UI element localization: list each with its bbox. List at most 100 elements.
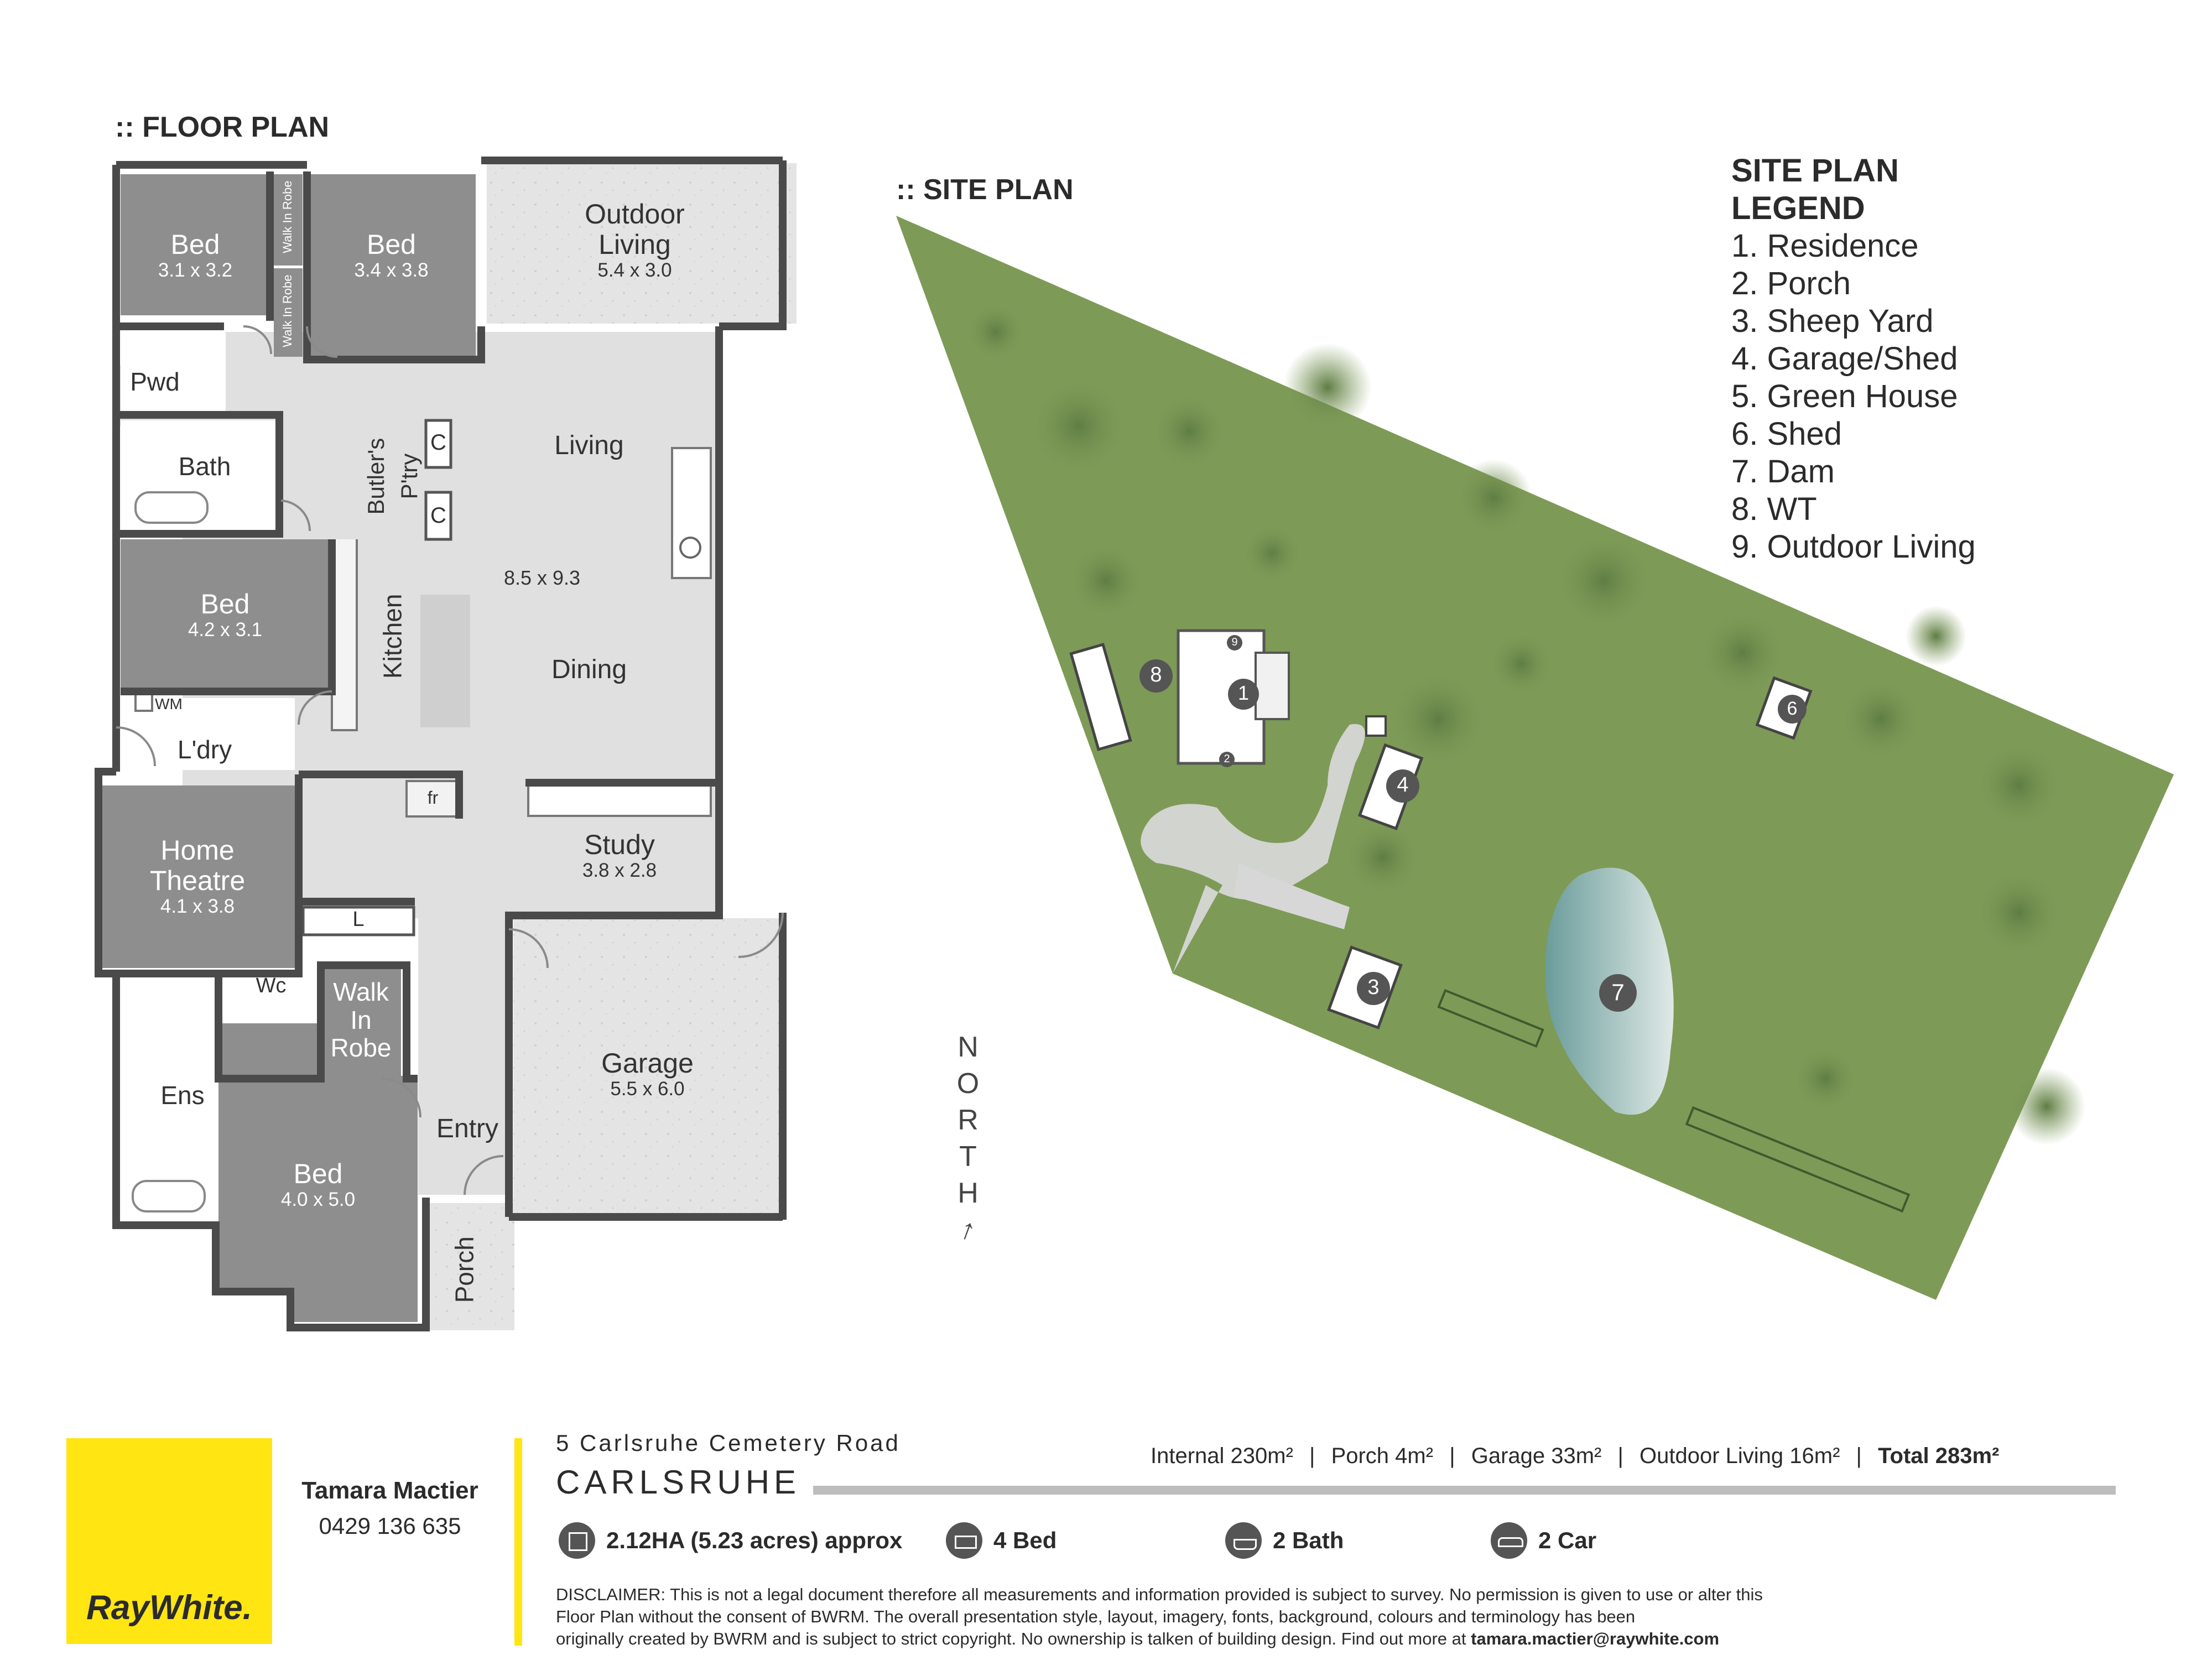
address-line: 5 Carlsruhe Cemetery Road (556, 1430, 901, 1456)
theatre-name1: Home (160, 835, 235, 866)
feature-car-text: 2 Car (1538, 1527, 1597, 1553)
bed3-room (121, 539, 330, 690)
ens-room (121, 976, 215, 1220)
area-total: Total 283m² (1878, 1444, 2000, 1468)
outdoor-name1: Outdoor (585, 199, 685, 230)
outdoor-label: Outdoor Living 5.4 x 3.0 (487, 199, 783, 282)
feature-bath-text: 2 Bath (1273, 1527, 1344, 1553)
walkin-label: Walk In Robe (321, 978, 401, 1062)
bath-label: Bath (178, 452, 231, 481)
site-plan-title: :: SITE PLAN (896, 174, 1074, 206)
theatre-dims: 4.1 x 3.8 (160, 896, 235, 917)
fridge-label: fr (427, 788, 439, 808)
disclaimer: DISCLAIMER: This is not a legal document… (556, 1584, 2105, 1650)
butlers-room (329, 420, 423, 539)
land-size-icon (559, 1522, 595, 1559)
bed4-dims: 4.0 x 5.0 (280, 1189, 356, 1210)
marker-4: 4 (1397, 773, 1409, 797)
north-r: R (957, 1104, 979, 1136)
legend-title-2: LEGEND (1731, 190, 1865, 226)
outdoor-dims: 5.4 x 3.0 (597, 259, 672, 281)
bed1-dims: 3.1 x 3.2 (158, 259, 233, 281)
feature-bath: 2 Bath (1225, 1521, 1344, 1560)
dining-label: Dining (551, 655, 627, 684)
study-name: Study (584, 829, 655, 860)
feature-car: 2 Car (1491, 1521, 1596, 1560)
bed-icon (946, 1522, 982, 1559)
walkin-l1: Walk (333, 977, 389, 1006)
area-sep: | (1449, 1444, 1455, 1468)
entry-zone (418, 907, 507, 1195)
living-label: Living (554, 431, 624, 460)
feature-bed-text: 4 Bed (993, 1527, 1057, 1553)
bed3-name: Bed (200, 589, 250, 620)
bed1-name: Bed (170, 229, 220, 260)
car-icon (1491, 1522, 1527, 1559)
wc-room (230, 979, 318, 1023)
bed3-dims: 4.2 x 3.1 (188, 619, 263, 641)
marker-3: 3 (1367, 976, 1380, 999)
outdoor-name2: Living (598, 229, 671, 260)
wir1-room (274, 174, 303, 266)
brand-logo: RayWhite. (66, 1438, 272, 1644)
marker-8: 8 (1150, 663, 1162, 686)
kitchen-island (420, 595, 470, 727)
agent-name: Tamara Mactier (301, 1477, 478, 1504)
wir2-room (274, 268, 303, 357)
garage-label: Garage 5.5 x 6.0 (513, 1048, 782, 1100)
area-summary: Internal 230m² | Porch 4m² | Garage 33m²… (1151, 1444, 1999, 1469)
bed4-label: Bed 4.0 x 5.0 (218, 1159, 418, 1211)
agent-phone: 0429 136 635 (319, 1513, 461, 1539)
cupboard-label-1: C (430, 430, 446, 455)
cupboard-2 (424, 491, 452, 541)
north-n: N (957, 1031, 979, 1063)
walkin-l3: Robe (330, 1033, 392, 1063)
north-indicator: N O R T H ↑ (951, 1029, 985, 1248)
area-sep: | (1856, 1444, 1862, 1468)
garage-dims: 5.5 x 6.0 (610, 1078, 685, 1100)
disclaimer-line-3-text: originally created by BWRM and is subjec… (556, 1629, 1466, 1648)
theatre-name2: Theatre (149, 865, 246, 896)
ens-label: Ens (160, 1081, 205, 1110)
bed4-name: Bed (293, 1158, 343, 1189)
study-label: Study 3.8 x 2.8 (528, 830, 711, 882)
bed4-nook (290, 1283, 418, 1322)
ens-corridor (218, 1023, 329, 1079)
legend-item: 2. Porch (1731, 266, 1851, 301)
walkin-l2: In (350, 1005, 372, 1034)
north-t: T (959, 1141, 977, 1173)
pwd-room (121, 329, 226, 412)
marker-2: 2 (1224, 753, 1230, 765)
legend-item: 8. WT (1731, 491, 1817, 527)
area-internal: Internal 230m² (1151, 1444, 1293, 1468)
bed3-label: Bed 4.2 x 3.1 (121, 589, 330, 641)
bed1-label: Bed 3.1 x 3.2 (121, 230, 270, 282)
living-dims: 8.5 x 9.3 (503, 566, 581, 589)
legend-item: 5. Green House (1731, 378, 1958, 414)
feature-land-text: 2.12HA (5.23 acres) approx (606, 1527, 903, 1553)
greenhouse (1365, 715, 1387, 737)
walkin-robe-room (321, 965, 401, 1076)
disclaimer-email[interactable]: tamara.mactier@raywhite.com (1471, 1629, 1720, 1648)
area-outdoor: Outdoor Living 16m² (1640, 1444, 1840, 1468)
ldry-label: L'dry (177, 735, 232, 764)
area-sep: | (1617, 1444, 1623, 1468)
bed2-room (307, 174, 476, 357)
bed2-name: Bed (367, 229, 416, 260)
bed2-label: Bed 3.4 x 3.8 (307, 230, 476, 282)
area-sep: | (1309, 1444, 1315, 1468)
garage-floor (513, 918, 782, 1220)
porch-floor (429, 1203, 514, 1330)
bath-icon (1225, 1522, 1262, 1559)
theatre-label: Home Theatre 4.1 x 3.8 (98, 835, 296, 918)
legend-item: 9. Outdoor Living (1731, 529, 1976, 565)
lot-boundary (896, 216, 2174, 1300)
living-bench (671, 447, 712, 579)
driveway (1141, 724, 1365, 974)
divider-bar (514, 1438, 522, 1646)
legend-item: 3. Sheep Yard (1731, 303, 1934, 339)
area-porch: Porch 4m² (1331, 1444, 1434, 1468)
cupboard-label-2: C (430, 503, 446, 528)
